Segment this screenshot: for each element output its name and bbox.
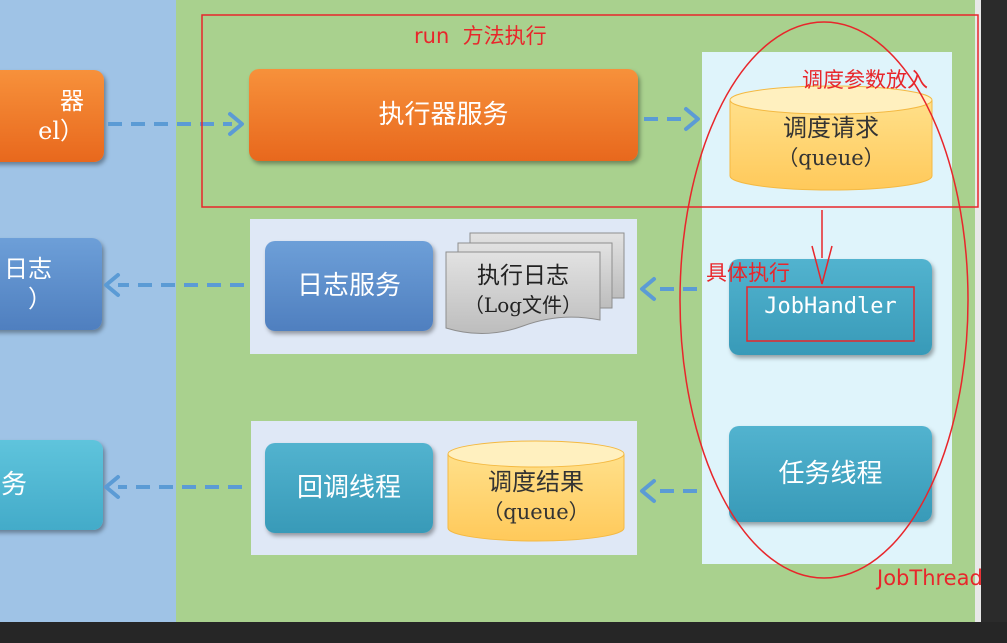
left-top-box-line2: el） bbox=[38, 117, 84, 145]
run-method-frame bbox=[201, 14, 979, 208]
left-mid-box-line1: 日志 bbox=[4, 255, 52, 283]
schedule-request-cylinder bbox=[729, 85, 933, 191]
schedule-result-cylinder bbox=[447, 440, 625, 542]
schedule-result-line1: 调度结果 bbox=[488, 468, 584, 496]
jobthread-ellipse bbox=[679, 21, 969, 579]
schedule-request-text: 调度请求 （queue） bbox=[730, 112, 932, 173]
left-top-box-line1: 器 bbox=[60, 87, 84, 115]
callback-thread-label: 回调线程 bbox=[296, 472, 401, 503]
executor-service-label: 执行器服务 bbox=[378, 99, 509, 130]
exec-log-line2: （Log文件） bbox=[463, 292, 583, 317]
schedule-result-line2: （queue） bbox=[482, 500, 590, 525]
left-mid-box-line2: ） bbox=[28, 285, 52, 313]
jobthread-label: JobThread bbox=[877, 566, 983, 590]
executor-service-box: 执行器服务 bbox=[249, 69, 638, 161]
left-bottom-box: 务 bbox=[0, 440, 103, 530]
callback-thread-box: 回调线程 bbox=[265, 443, 433, 533]
log-service-box: 日志服务 bbox=[265, 241, 433, 331]
left-mid-box: 日志 ） bbox=[0, 238, 102, 330]
job-handler-box: JobHandler bbox=[729, 259, 932, 355]
red-annotations bbox=[201, 14, 979, 579]
job-handler-label: JobHandler bbox=[764, 294, 897, 320]
left-top-box: 器 el） bbox=[0, 70, 104, 162]
exec-log-line1: 执行日志 bbox=[477, 263, 569, 289]
right-edge-strip bbox=[975, 0, 981, 622]
jobhandler-highlight bbox=[746, 286, 915, 342]
execute-label: 具体执行 bbox=[706, 261, 790, 285]
log-service-label: 日志服务 bbox=[296, 270, 401, 301]
schedule-params-label: 调度参数放入 bbox=[802, 68, 928, 92]
run-method-label: run 方法执行 bbox=[414, 24, 547, 48]
schedule-request-line1: 调度请求 bbox=[783, 114, 879, 142]
left-bottom-box-line1: 务 bbox=[0, 469, 27, 500]
task-thread-label: 任务线程 bbox=[778, 458, 883, 489]
execute-arrow bbox=[811, 210, 833, 285]
schedule-request-line2: （queue） bbox=[777, 146, 885, 171]
schedule-result-text: 调度结果 （queue） bbox=[448, 466, 624, 527]
exec-log-documents bbox=[445, 232, 625, 335]
arrow-heads bbox=[104, 107, 700, 503]
bottom-bar bbox=[0, 622, 1007, 643]
task-thread-box: 任务线程 bbox=[729, 426, 932, 522]
arrows bbox=[108, 117, 697, 493]
exec-log-text: 执行日志 （Log文件） bbox=[446, 262, 600, 318]
